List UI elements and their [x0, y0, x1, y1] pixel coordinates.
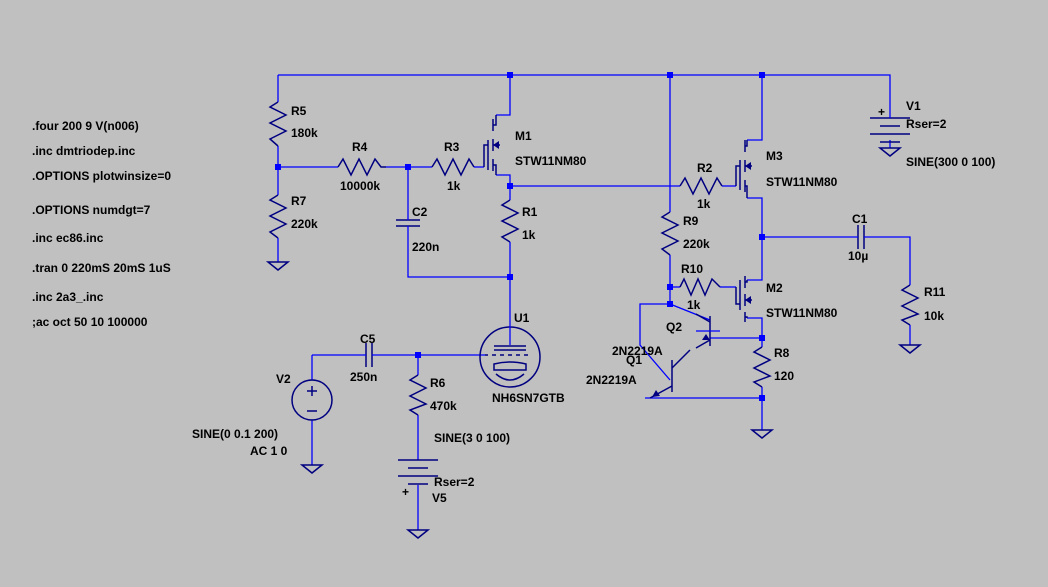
- m1-label: M1: [515, 129, 532, 143]
- bjt-q2[interactable]: Q2 2N2219A: [612, 313, 720, 358]
- r11-label: R11: [924, 285, 946, 299]
- m1-value: STW11NM80: [515, 154, 587, 168]
- r10-value: 1k: [687, 298, 701, 312]
- resistor-r5[interactable]: R5 180k: [268, 101, 318, 147]
- v2-label: V2: [276, 372, 291, 386]
- r1-value: 1k: [522, 228, 536, 242]
- v5-value: SINE(3 0 100): [434, 431, 510, 445]
- resistor-r2[interactable]: R2 1k: [679, 161, 723, 211]
- c2-label: C2: [412, 205, 428, 219]
- q2-value: 2N2219A: [612, 344, 663, 358]
- r4-value: 10000k: [340, 179, 380, 193]
- r8-label: R8: [774, 346, 790, 360]
- v2-value2: AC 1 0: [250, 444, 288, 458]
- r2-label: R2: [697, 161, 713, 175]
- resistor-r8[interactable]: R8 120: [752, 346, 794, 388]
- tube-u1[interactable]: U1 NH6SN7GTB: [479, 311, 565, 405]
- directive-5: .tran 0 220mS 20mS 1uS: [32, 261, 171, 275]
- directive-2: .OPTIONS plotwinsize=0: [32, 169, 171, 183]
- r5-value: 180k: [291, 126, 318, 140]
- m2-label: M2: [766, 281, 783, 295]
- directive-1: .inc dmtriodep.inc: [32, 144, 136, 158]
- resistor-r7[interactable]: R7 220k: [268, 194, 318, 239]
- u1-label: U1: [514, 311, 530, 325]
- source-v1[interactable]: + V1 Rser=2 SINE(300 0 100): [870, 99, 995, 169]
- junction-nodes: [275, 72, 765, 401]
- q2-label: Q2: [666, 320, 682, 334]
- r1-label: R1: [522, 205, 538, 219]
- r8-value: 120: [774, 369, 794, 383]
- resistor-r9[interactable]: R9 220k: [660, 211, 710, 256]
- q1-value: 2N2219A: [586, 373, 637, 387]
- v1-value: SINE(300 0 100): [906, 155, 995, 169]
- mosfet-m1[interactable]: M1 STW11NM80: [483, 115, 587, 175]
- resistor-r6[interactable]: R6 470k: [408, 374, 457, 416]
- m3-label: M3: [766, 149, 783, 163]
- directive-0: .four 200 9 V(n006): [32, 119, 139, 133]
- r10-label: R10: [681, 262, 703, 276]
- r3-label: R3: [444, 140, 460, 154]
- r7-value: 220k: [291, 217, 318, 231]
- u1-value: NH6SN7GTB: [492, 391, 565, 405]
- r7-label: R7: [291, 194, 307, 208]
- r6-value: 470k: [430, 399, 457, 413]
- bjt-q1[interactable]: Q1 2N2219A: [586, 349, 691, 399]
- directive-3: .OPTIONS numdgt=7: [32, 203, 151, 217]
- resistor-r1[interactable]: R1 1k: [500, 199, 538, 243]
- resistor-r4[interactable]: R4 10000k: [337, 140, 386, 193]
- q1-label: Q1: [626, 353, 642, 367]
- v1-rser: Rser=2: [906, 117, 947, 131]
- r9-label: R9: [683, 214, 699, 228]
- capacitor-c5[interactable]: C5 250n: [350, 332, 378, 384]
- source-v5[interactable]: + SINE(3 0 100) Rser=2 V5: [398, 431, 510, 505]
- capacitor-c1[interactable]: C1 10µ: [848, 212, 870, 263]
- r2-value: 1k: [697, 197, 711, 211]
- r6-label: R6: [430, 376, 446, 390]
- v5-rser: Rser=2: [434, 475, 475, 489]
- spice-directives: .four 200 9 V(n006) .inc dmtriodep.inc .…: [32, 119, 171, 329]
- resistor-r3[interactable]: R3 1k: [431, 140, 475, 193]
- r11-value: 10k: [924, 309, 944, 323]
- v1-plus: +: [878, 105, 885, 119]
- source-v2[interactable]: V2 SINE(0 0.1 200) AC 1 0: [192, 372, 333, 458]
- directive-7: ;ac oct 50 10 100000: [32, 315, 148, 329]
- c5-value: 250n: [350, 370, 377, 384]
- resistor-r10[interactable]: R10 1k: [679, 262, 721, 312]
- r5-label: R5: [291, 104, 307, 118]
- v5-label: V5: [432, 491, 447, 505]
- ground-symbols: [265, 147, 923, 539]
- directive-6: .inc 2a3_.inc: [32, 290, 104, 304]
- mosfet-m2[interactable]: M2 STW11NM80: [735, 276, 838, 322]
- m3-value: STW11NM80: [766, 175, 838, 189]
- r4-label: R4: [352, 140, 368, 154]
- c1-label: C1: [852, 212, 868, 226]
- v5-plus: +: [402, 485, 409, 499]
- c2-value: 220n: [412, 240, 439, 254]
- capacitor-c2[interactable]: C2 220n: [396, 205, 439, 254]
- directive-4: .inc ec86.inc: [32, 231, 104, 245]
- m2-value: STW11NM80: [766, 306, 838, 320]
- r9-value: 220k: [683, 237, 710, 251]
- c5-label: C5: [360, 332, 376, 346]
- resistor-r11[interactable]: R11 10k: [900, 284, 946, 326]
- c1-value: 10µ: [848, 249, 868, 263]
- v2-value: SINE(0 0.1 200): [192, 427, 278, 441]
- mosfet-m3[interactable]: M3 STW11NM80: [735, 140, 838, 198]
- v1-label: V1: [906, 99, 921, 113]
- wires: [277, 74, 911, 530]
- r3-value: 1k: [447, 179, 461, 193]
